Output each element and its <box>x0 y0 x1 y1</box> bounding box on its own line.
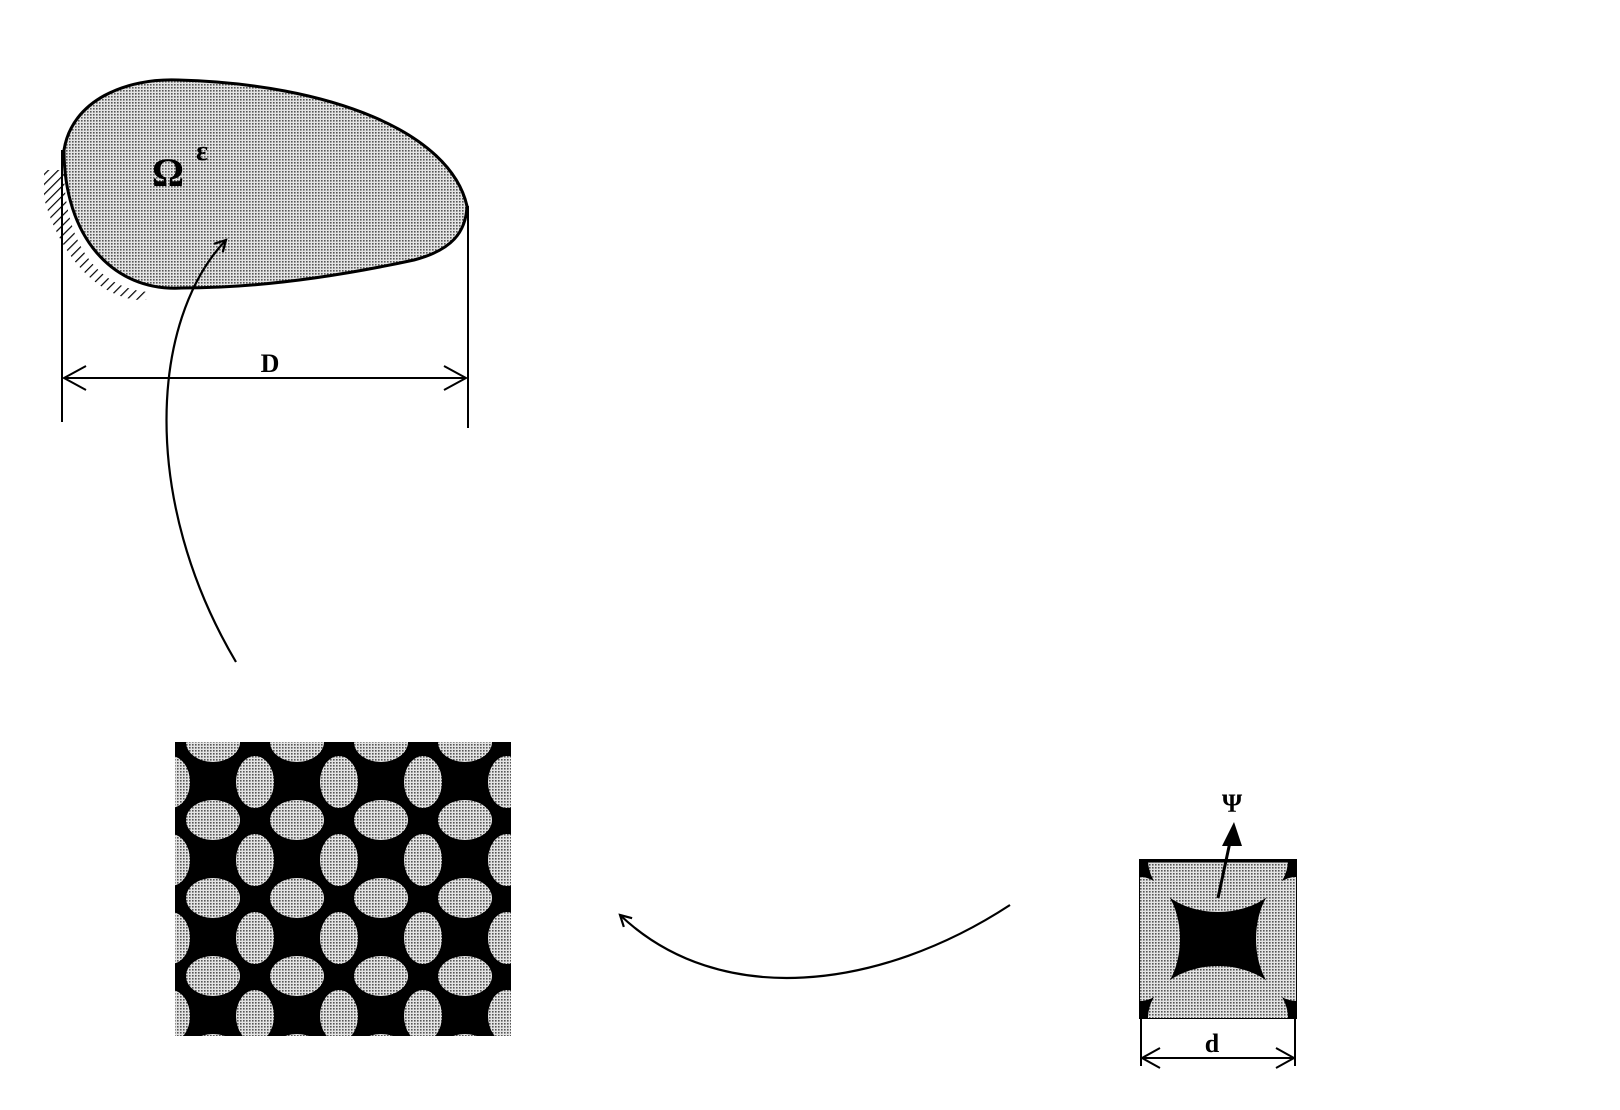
cell-boundary-label: Ψ <box>1222 789 1243 818</box>
lattice-inclusion <box>175 912 190 964</box>
lattice-inclusion <box>270 742 324 762</box>
lattice-inclusion <box>522 956 576 996</box>
lattice-inclusion <box>236 834 274 886</box>
boundary-normal-arrowhead <box>1222 822 1242 846</box>
cell-inclusion-left <box>1140 877 1180 1001</box>
lattice-inclusion <box>236 756 274 808</box>
cell-size-label: d <box>1205 1029 1220 1058</box>
lattice-inclusion <box>320 756 358 808</box>
clamped-support-hatch <box>44 170 148 301</box>
lattice-inclusion <box>354 800 408 840</box>
lattice-inclusion <box>236 912 274 964</box>
lattice-inclusion <box>285 1034 309 1036</box>
cell-inclusion-bottom <box>1148 966 1288 1018</box>
lattice-inclusion <box>186 800 240 840</box>
lattice-inclusion <box>438 800 492 840</box>
lattice-inclusion <box>488 1068 526 1110</box>
lattice-inclusion <box>270 800 324 840</box>
lattice-inclusion <box>522 878 576 918</box>
lattice-inclusion <box>453 1034 477 1036</box>
lattice-inclusion <box>320 990 358 1036</box>
lattice-inclusion <box>404 912 442 964</box>
domain-size-label: D <box>261 349 280 378</box>
cell-inclusion-top <box>1148 860 1288 912</box>
zoom-arrow-lattice-to-domain <box>165 240 237 663</box>
cell-inclusions <box>1140 860 1296 1018</box>
periodic-lattice <box>152 722 576 1110</box>
cell-arrowhead-left <box>1139 1047 1161 1069</box>
macro-domain: D Ω ε <box>44 78 469 428</box>
lattice-inclusion <box>522 800 576 840</box>
lattice-inclusion <box>438 956 492 996</box>
domain-label: Ω <box>152 150 184 195</box>
lattice-inclusion <box>488 990 511 1036</box>
lattice-inclusion <box>175 756 190 808</box>
lattice-inclusion <box>320 912 358 964</box>
lattice-inclusion <box>175 990 190 1036</box>
lattice-inclusion <box>270 878 324 918</box>
lattice-inclusion <box>152 1068 190 1110</box>
lattice-inclusion <box>175 834 190 886</box>
arrowhead-right <box>443 365 469 391</box>
lattice-inclusion <box>488 834 511 886</box>
lattice-inclusion <box>354 956 408 996</box>
lattice-inclusion <box>404 834 442 886</box>
lattice-inclusion <box>201 1034 225 1036</box>
lattice-inclusion <box>404 990 442 1036</box>
assembly-arrow-cell-to-lattice <box>620 904 1011 980</box>
boundary-normal-arrow <box>1216 841 1232 899</box>
lattice-inclusion <box>522 722 576 762</box>
lattice-inclusion <box>354 878 408 918</box>
lattice-inclusion <box>369 1034 393 1036</box>
lattice-inclusion <box>488 912 511 964</box>
lattice-inclusion <box>236 990 274 1036</box>
lattice-inclusion <box>186 878 240 918</box>
unit-cell: Ψ d <box>1139 789 1297 1069</box>
lattice-inclusion <box>186 742 240 762</box>
lattice-inclusion <box>186 956 240 996</box>
lattice-inclusion <box>438 742 492 762</box>
cell-inclusion-right <box>1256 877 1296 1001</box>
domain-superscript: ε <box>196 136 208 167</box>
domain-omega-shape <box>62 78 469 290</box>
lattice-inclusion <box>236 1068 274 1110</box>
lattice-inclusion <box>354 742 408 762</box>
lattice-inclusion <box>320 834 358 886</box>
lattice-inclusion <box>438 878 492 918</box>
lattice-inclusion <box>320 1068 358 1110</box>
lattice-inclusion <box>522 1034 576 1074</box>
lattice-inclusion <box>488 756 511 808</box>
lattice-inclusion <box>270 956 324 996</box>
lattice-inclusion <box>404 1068 442 1110</box>
lattice-inclusion <box>404 756 442 808</box>
arrowhead-left <box>61 365 87 391</box>
cell-arrowhead-right <box>1275 1047 1297 1069</box>
